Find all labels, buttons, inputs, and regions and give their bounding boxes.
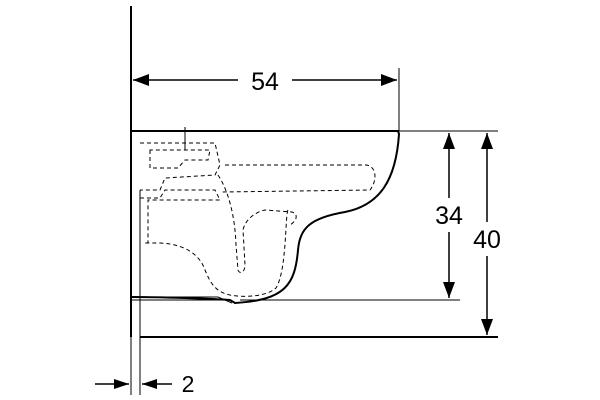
rim-height-label: 34 — [435, 202, 463, 230]
gap-arrow-right — [142, 379, 157, 389]
pipe-dashed — [140, 142, 221, 191]
bowl-siphon-dashed — [217, 174, 297, 273]
total-arrow-bottom — [481, 319, 493, 335]
width-arrow-right — [381, 74, 397, 86]
frame-dashed — [140, 189, 221, 243]
gap-arrow-left — [114, 379, 129, 389]
wall-gap-label: 2 — [182, 371, 195, 397]
total-height-label: 40 — [473, 226, 501, 254]
base-plate — [131, 296, 233, 304]
width-arrow-left — [133, 74, 149, 86]
bowl-outer-dashed — [145, 209, 289, 297]
total-arrow-top — [481, 133, 493, 149]
rim-arrow-bottom — [443, 282, 455, 298]
bowl-inner-dashed — [221, 164, 376, 193]
bowl-outline — [130, 130, 401, 305]
rim-arrow-top — [443, 133, 455, 149]
width-dimension-label: 54 — [251, 68, 279, 96]
